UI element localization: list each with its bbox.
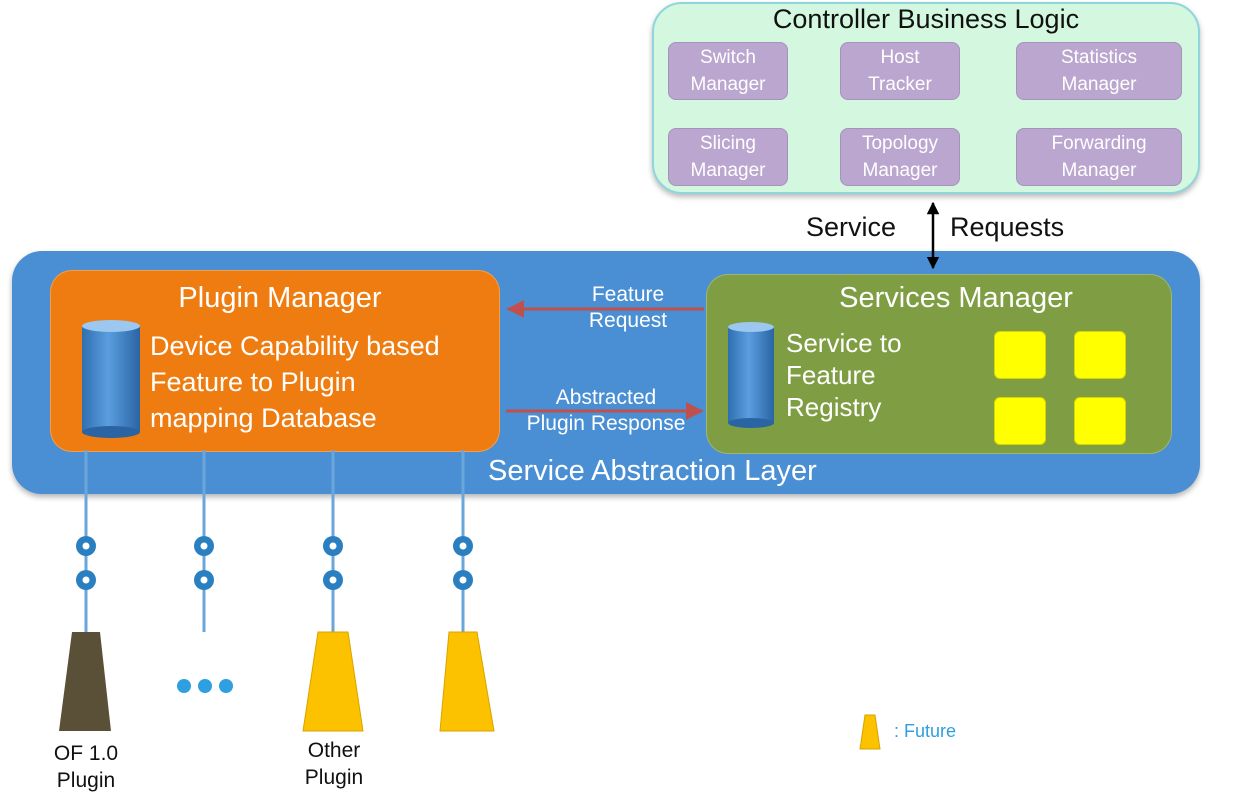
plugin-manager-description: Device Capability based Feature to Plugi…	[150, 331, 440, 433]
database-icon	[82, 320, 140, 438]
services-manager-description: Service to Feature Registry	[786, 328, 902, 422]
service-abstraction-layer-label: Service Abstraction Layer	[488, 455, 817, 487]
service-requests-label-right: Requests	[950, 212, 1065, 242]
services-manager-title: Services Manager	[839, 282, 1073, 314]
feature-request-label: Feature Request	[588, 283, 668, 332]
other-plugin-icon[interactable]	[302, 631, 364, 732]
service-box[interactable]	[1074, 397, 1126, 445]
future-plugin-icon[interactable]	[439, 631, 495, 732]
service-requests-label-left: Service	[806, 212, 897, 242]
plugin-connectors	[84, 450, 465, 632]
legend-future-label: : Future	[894, 721, 957, 741]
plugin-connector-rings	[76, 536, 473, 590]
legend-future-icon	[859, 714, 881, 750]
controller-title: Controller Business Logic	[772, 4, 1080, 34]
other-plugin-caption: Other Plugin	[304, 739, 364, 789]
plugin-manager-title: Plugin Manager	[178, 282, 382, 314]
service-box[interactable]	[994, 331, 1046, 379]
service-box[interactable]	[994, 397, 1046, 445]
database-icon	[728, 322, 774, 428]
service-box[interactable]	[1074, 331, 1126, 379]
of10-plugin-caption: OF 1.0 Plugin	[53, 742, 119, 792]
of10-plugin-icon[interactable]	[59, 632, 111, 731]
abstracted-response-label: Abstracted Plugin Response	[526, 386, 686, 435]
ellipsis-icon	[177, 679, 233, 693]
